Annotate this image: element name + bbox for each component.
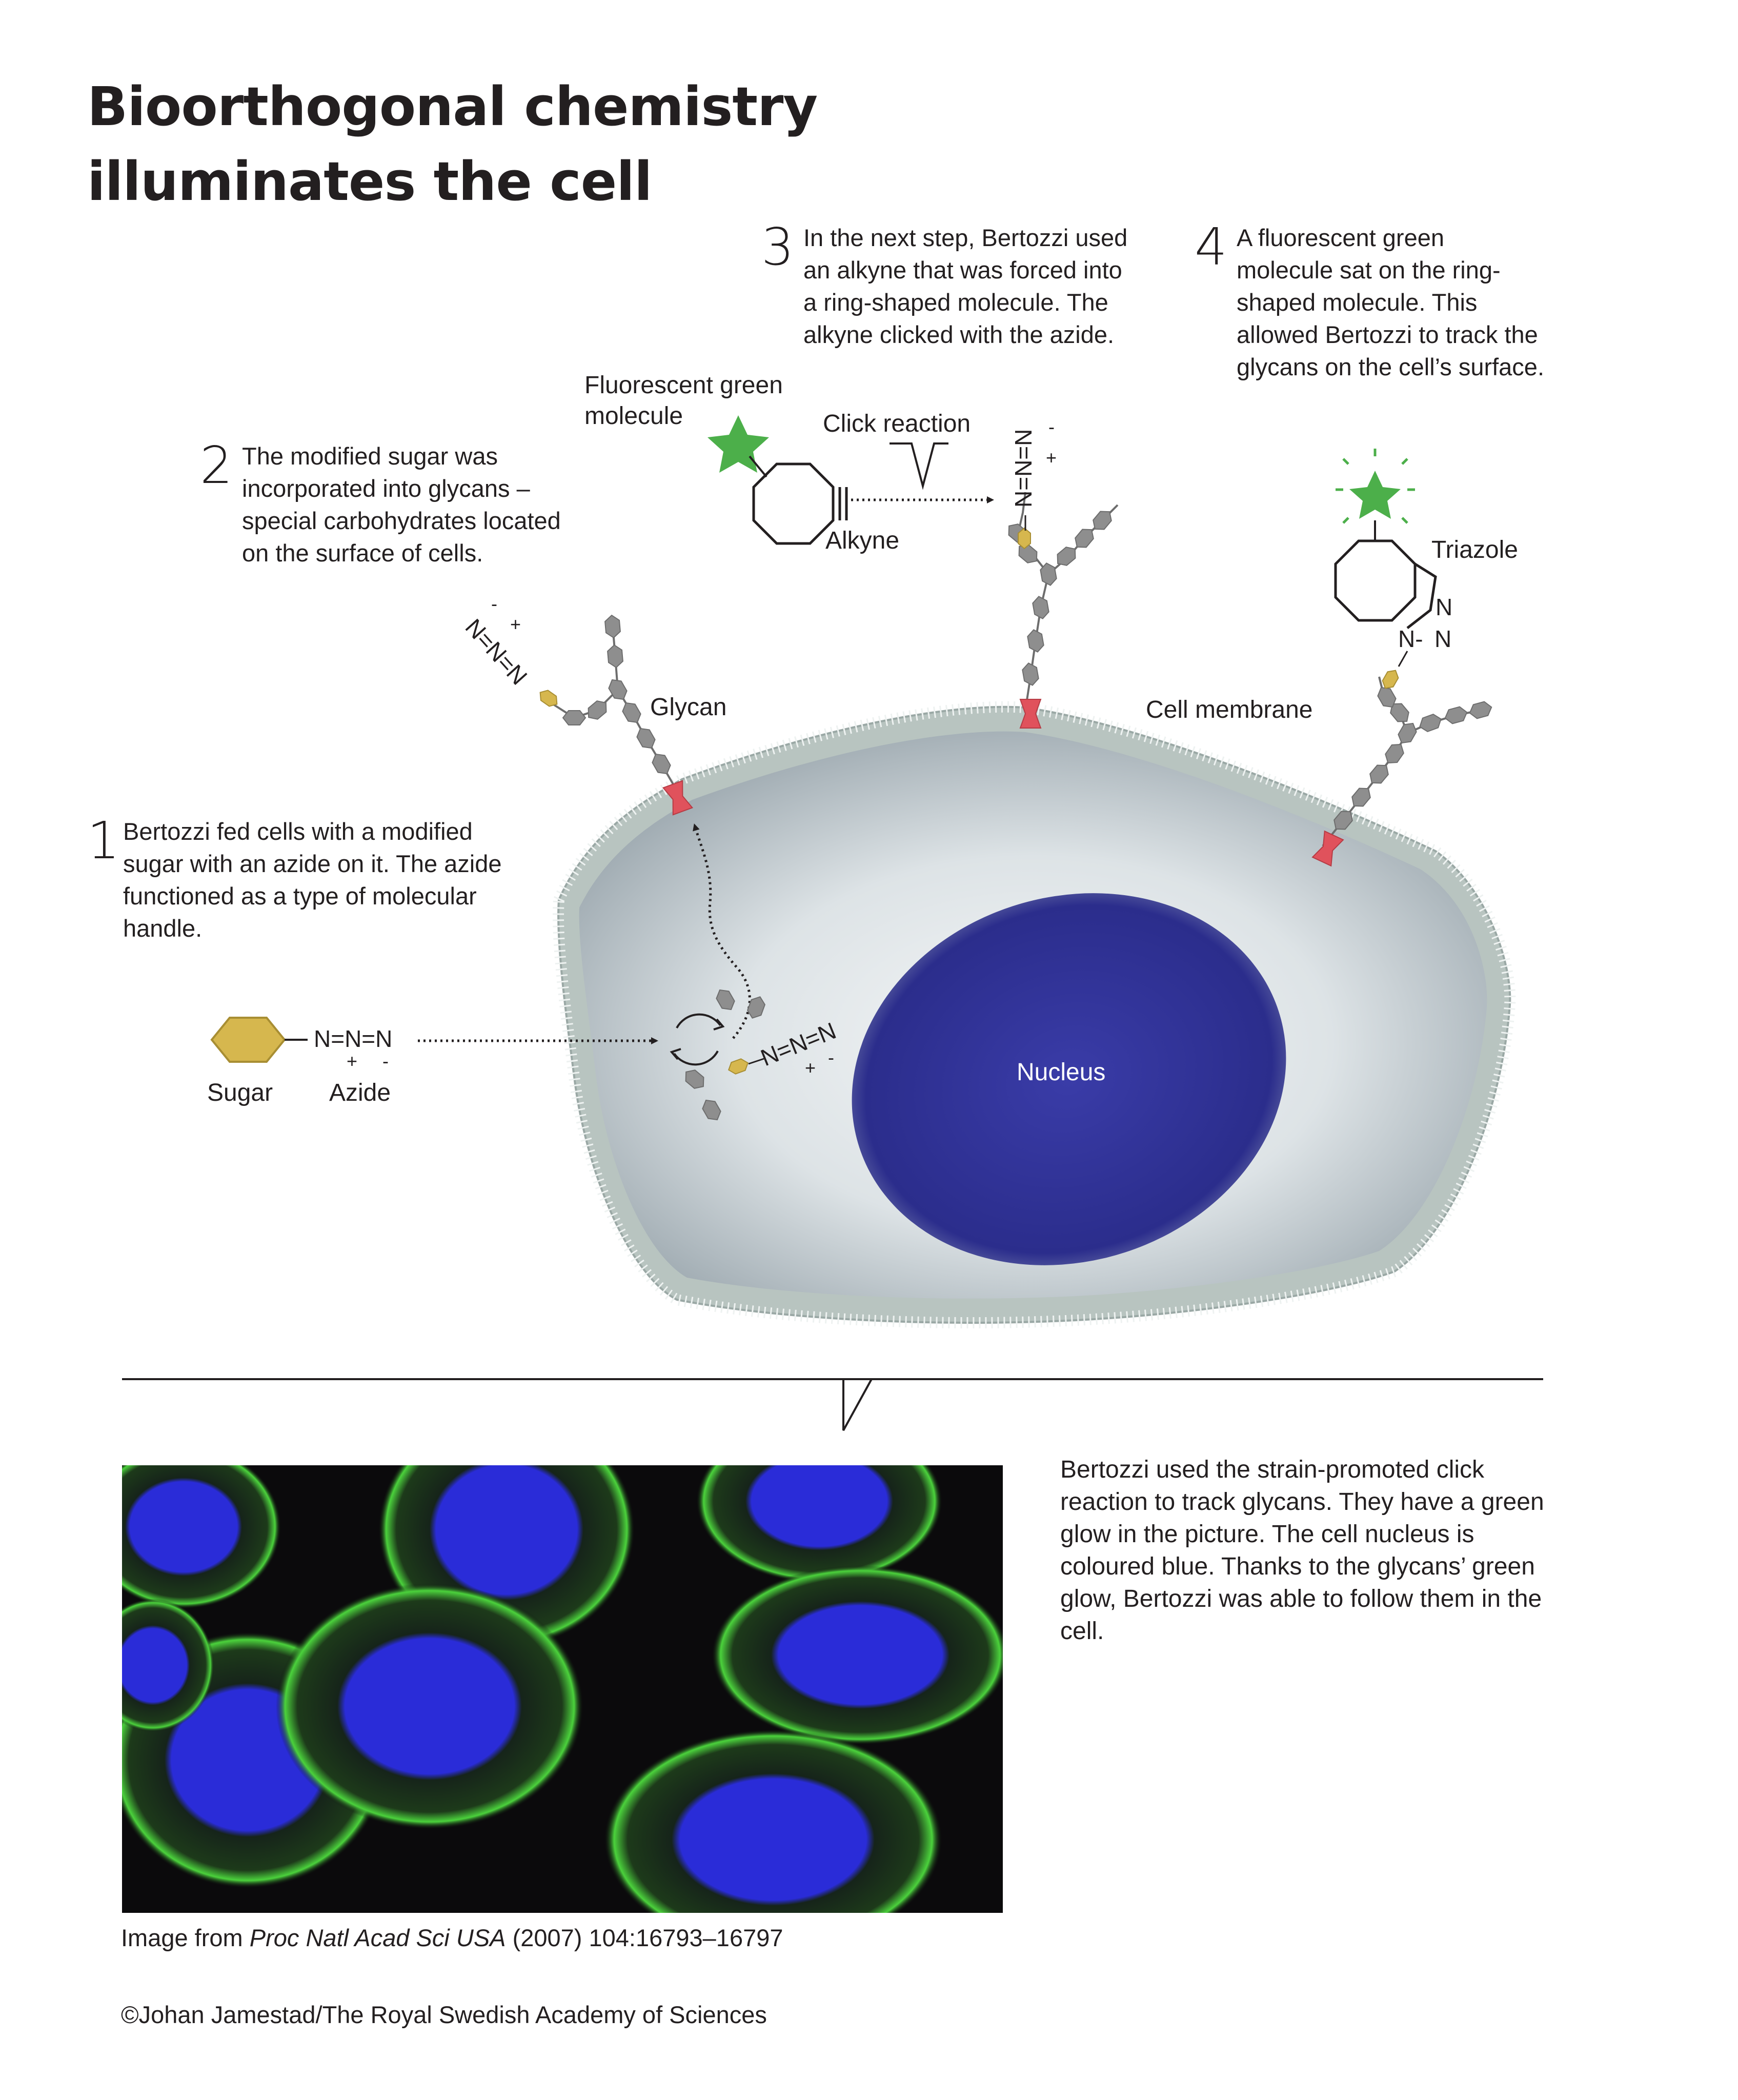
label-fluorescent-molecule: Fluorescent green molecule <box>584 370 783 432</box>
step-line: alkyne clicked with the azide. <box>803 321 1115 348</box>
cyclooctyne-ring-icon <box>752 462 848 545</box>
title-line-2: illuminates the cell <box>87 150 653 213</box>
step-line: incorporated into glycans – <box>242 475 530 502</box>
title-line-1: Bioorthogonal chemistry <box>87 75 818 138</box>
step-line: special carbohydrates located <box>242 507 561 534</box>
triazole-ring <box>1334 539 1437 629</box>
transport-arrow <box>693 823 751 1039</box>
triazole-n-top: N <box>1436 594 1452 620</box>
step-text: In the next step, Bertozzi used an alkyn… <box>803 221 1127 351</box>
step-line: handle. <box>123 915 203 942</box>
step-text: A fluorescent green molecule sat on the … <box>1237 221 1544 383</box>
label-sugar: Sugar <box>207 1079 273 1106</box>
step-line: functioned as a type of molecular <box>123 882 477 910</box>
alkyne-molecule <box>708 415 994 545</box>
step-line: The modified sugar was <box>242 442 498 470</box>
description-line: reaction to track glycans. They have a g… <box>1060 1488 1544 1516</box>
label-nucleus: Nucleus <box>1017 1059 1106 1086</box>
azide-top-formula: N=N=N <box>1010 429 1037 508</box>
azide-top-plus: + <box>1046 447 1057 468</box>
photo-description: Bertozzi used the strain-promoted click … <box>1060 1453 1624 1647</box>
step-line: sugar with an azide on it. The azide <box>123 850 502 877</box>
credit-prefix: Image from <box>121 1924 250 1951</box>
label-click-reaction: Click reaction <box>823 410 971 437</box>
microscopy-image <box>122 1465 1003 1913</box>
label-alkyne: Alkyne <box>825 527 900 554</box>
step-line: on the surface of cells. <box>242 539 483 567</box>
azide-left-minus: - <box>491 593 497 614</box>
step-line: molecule sat on the ring- <box>1237 256 1501 284</box>
triazole-n-right: N <box>1434 625 1451 652</box>
label-triazole: Triazole <box>1431 536 1518 563</box>
description-line: glow, Bertozzi was able to follow them i… <box>1060 1585 1542 1612</box>
step-line: In the next step, Bertozzi used <box>803 224 1128 251</box>
fluorophore-star-icon <box>1336 449 1415 524</box>
azide-minus: - <box>382 1051 389 1072</box>
step-text: The modified sugar was incorporated into… <box>242 440 561 569</box>
azide-left-formula: N=N=N <box>460 614 533 690</box>
azide-plus: + <box>347 1051 358 1072</box>
azide-formula: N=N=N <box>314 1025 393 1052</box>
step-number: 2 <box>200 435 233 495</box>
label-line: Fluorescent green <box>584 372 783 399</box>
glycan-top: N=N=N + - <box>1004 416 1119 729</box>
azide-top-minus: - <box>1048 416 1055 437</box>
step-number: 1 <box>87 811 120 871</box>
description-line: glow in the picture. The cell nucleus is <box>1060 1521 1474 1548</box>
click-icon <box>890 442 948 490</box>
page-title: Bioorthogonal chemistry illuminates the … <box>87 69 959 219</box>
step-line: A fluorescent green <box>1237 224 1444 251</box>
cell-membrane-dash <box>553 701 1516 1329</box>
step-line: a ring-shaped molecule. The <box>803 289 1108 316</box>
nucleus <box>852 893 1286 1265</box>
cycle-arrows-icon <box>670 1013 725 1066</box>
step-line: glycans on the cell’s surface. <box>1237 353 1545 380</box>
azide-left-plus: + <box>510 614 521 635</box>
azide-internal-plus: + <box>805 1057 816 1078</box>
copyright: ©Johan Jamestad/The Royal Swedish Academ… <box>121 2001 767 2028</box>
step-number: 3 <box>761 217 794 277</box>
image-credit: Image from Proc Natl Acad Sci USA (2007)… <box>121 1923 783 1953</box>
glycan-right: N N N- <box>1312 449 1494 866</box>
cell <box>553 701 1516 1329</box>
azide-internal-minus: - <box>828 1047 834 1068</box>
label-glycan: Glycan <box>650 694 727 721</box>
step-line: Bertozzi fed cells with a modified <box>123 818 473 845</box>
label-azide: Azide <box>329 1079 391 1106</box>
step-text: Bertozzi fed cells with a modified sugar… <box>123 815 502 944</box>
step-number: 4 <box>1195 217 1227 277</box>
credit-journal: Proc Natl Acad Sci USA <box>249 1924 506 1951</box>
step-line: an alkyne that was forced into <box>803 256 1122 284</box>
fluorophore-star-icon <box>708 415 769 473</box>
description-line: coloured blue. Thanks to the glycans’ gr… <box>1060 1553 1535 1580</box>
step-line: allowed Bertozzi to track the <box>1237 321 1538 348</box>
step-line: shaped molecule. This <box>1237 289 1478 316</box>
microscopy-cells <box>122 1465 1003 1913</box>
description-line: cell. <box>1060 1618 1104 1645</box>
triazole-n-left: N- <box>1398 625 1423 652</box>
description-line: Bertozzi used the strain-promoted click <box>1060 1456 1485 1483</box>
callout-divider <box>122 1378 1543 1431</box>
sugar-hexagon-icon <box>210 1017 286 1063</box>
label-cell-membrane: Cell membrane <box>1146 696 1313 723</box>
credit-suffix: (2007) 104:16793–16797 <box>506 1924 783 1951</box>
label-line: molecule <box>584 402 683 430</box>
